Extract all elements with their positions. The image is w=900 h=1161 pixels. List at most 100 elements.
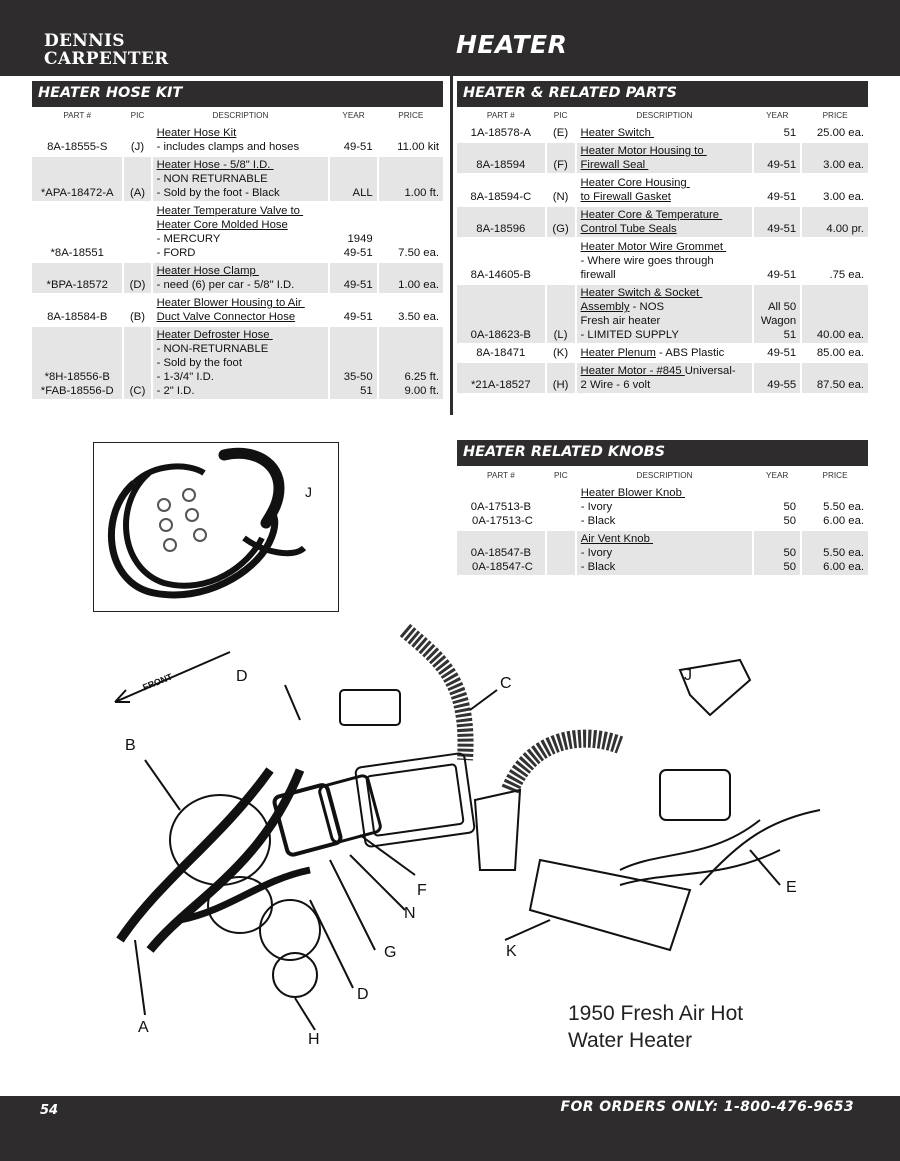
cell-year: 51 (754, 125, 800, 141)
year-value: 1949 (347, 233, 373, 245)
cell-year: 49-51 (754, 345, 800, 361)
col-part: PART # (457, 467, 545, 483)
cell-part: *APA-18472-A (32, 157, 123, 201)
description-text: - Ivory (580, 501, 613, 513)
description-line: - Ivory (581, 500, 749, 514)
description-line: 2 Wire - 6 volt (581, 378, 749, 392)
year-value: 50 (783, 501, 797, 513)
table-row: 8A-18594(F)Heater Motor Housing to Firew… (457, 143, 868, 173)
description-line: Heater Hose Kit (157, 126, 325, 140)
year-value (334, 126, 372, 140)
price-value: 1.00 ea. (398, 279, 439, 291)
part-value: 8A-18594-C (470, 191, 532, 203)
year-value: 49-51 (767, 269, 797, 281)
cell-year: 49-51 (754, 143, 801, 173)
caption-line2: Water Heater (568, 1029, 693, 1052)
col-pic: PIC (546, 107, 575, 123)
price-value: 3.50 ea. (398, 311, 439, 323)
description-line: - FORD (157, 246, 325, 260)
description-line: Control Tube Seals (581, 222, 749, 236)
cell-pic: (E) (547, 125, 575, 141)
cell-price: 11.00 kit (379, 125, 443, 155)
price-value: 85.00 ea. (816, 347, 864, 359)
description-text: - Where wire goes through (580, 255, 714, 267)
year-value: 49-51 (767, 191, 797, 203)
description-text: - need (6) per car - 5/8" I.D. (156, 279, 295, 291)
photo-label-j: J (305, 484, 312, 500)
description-text: Heater Switch (580, 127, 654, 139)
part-value (36, 328, 118, 342)
cell-year: 49-55 (754, 363, 801, 393)
table-row: *21A-18527(H)Heater Motor - #845 Univers… (457, 363, 868, 393)
description-suffix: - NOS (629, 301, 665, 313)
description-line: - Sold by the foot - Black (157, 186, 325, 200)
col-pic: PIC (546, 467, 575, 483)
cell-price: .75 ea. (802, 239, 868, 283)
col-year: YEAR (754, 467, 801, 483)
price-value: 7.50 ea. (398, 247, 439, 259)
description-text: to Firewall Gasket (580, 191, 671, 203)
part-value (36, 126, 118, 140)
cell-year: 49-51 (754, 207, 801, 237)
cell-part: 8A-18594 (457, 143, 545, 173)
description-text: - FORD (156, 247, 196, 259)
cell-price: 6.25 ft.9.00 ft. (378, 327, 443, 399)
price-value: 3.00 ea. (823, 159, 864, 171)
cell-desc: Heater Defroster Hose - NON-RETURNABLE- … (152, 327, 329, 399)
cell-year: 49-51 (330, 295, 376, 325)
pic-value (128, 246, 146, 260)
pic-value: (L) (553, 329, 568, 341)
description-text: Heater Core Housing (580, 177, 690, 189)
table-row: *BPA-18572 (D)Heater Hose Clamp - need (… (32, 263, 443, 293)
description-text: 2 Wire - 6 volt (580, 379, 651, 391)
col-part: PART # (32, 107, 123, 123)
col-price: PRICE (802, 467, 868, 483)
description-text: Heater Temperature Valve to (156, 205, 304, 217)
description-text: Fresh air heater (580, 315, 661, 327)
cell-pic: (C) (124, 327, 151, 399)
description-line: Heater Core & Temperature (581, 208, 749, 222)
price-value: .75 ea. (829, 269, 864, 281)
description-line: - Black (581, 560, 749, 574)
cell-part: 8A-18596 (457, 207, 545, 237)
cell-pic: (K) (547, 345, 575, 361)
table-row: 8A-18555-S (J)Heater Hose Kit- includes … (32, 125, 443, 155)
price-value (383, 264, 439, 278)
table-header-row: PART # PIC DESCRIPTION YEAR PRICE (32, 107, 443, 123)
price-value: 1.00 ft. (404, 187, 439, 199)
price-value (806, 532, 864, 546)
year-value: 49-55 (767, 379, 797, 391)
table-row: 8A-14605-B Heater Motor Wire Grommet - W… (457, 239, 868, 283)
cell-desc: Heater Plenum - ABS Plastic (577, 345, 753, 361)
year-value: 50 (783, 547, 797, 559)
description-text: Heater Motor Wire Grommet (580, 241, 727, 253)
pic-value (128, 126, 146, 140)
col-price: PRICE (802, 107, 868, 123)
brand-line1: DENNIS (44, 31, 125, 51)
description-line: Heater Motor Wire Grommet (581, 240, 749, 254)
part-value: 8A-14605-B (470, 269, 531, 281)
price-value: 11.00 kit (397, 141, 439, 153)
cell-part: 0A-18547-B 0A-18547-C (457, 531, 545, 575)
pic-value (128, 264, 146, 278)
col-year: YEAR (330, 107, 377, 123)
pic-value: (C) (129, 385, 146, 397)
description-line: - NON-RETURNABLE (157, 342, 325, 356)
cell-pic: (F) (546, 143, 575, 173)
year-value: 51 (783, 127, 797, 139)
cell-part: 0A-18623-B (457, 285, 545, 343)
price-value (383, 126, 439, 140)
description-line: Heater Core Housing (581, 176, 749, 190)
price-value: 5.50 ea. (823, 547, 864, 559)
cell-price: 5.50 ea.6.00 ea. (802, 531, 868, 575)
pic-value: (J) (130, 141, 145, 153)
cell-part: 8A-18471 (457, 345, 545, 361)
description-line: Heater Hose Clamp (157, 264, 325, 278)
cell-pic: (J) (124, 125, 150, 155)
col-description: DESCRIPTION (152, 107, 329, 123)
description-line: - Ivory (581, 546, 749, 560)
cell-pic: (N) (547, 175, 575, 205)
description-text: - LIMITED SUPPLY (580, 329, 679, 341)
